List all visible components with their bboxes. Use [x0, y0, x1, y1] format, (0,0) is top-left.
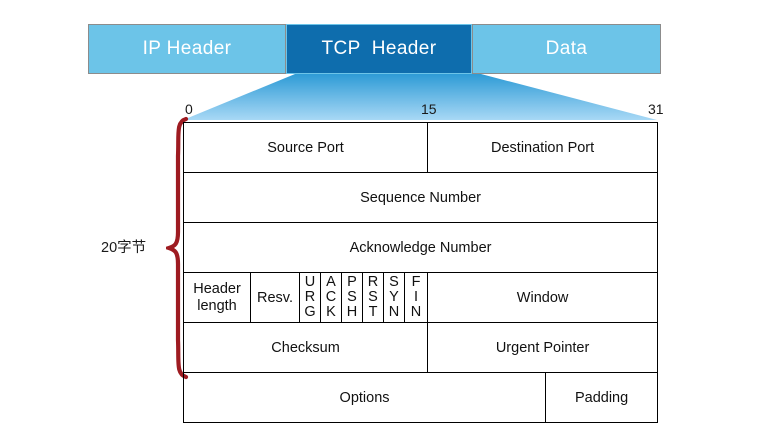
field-window[interactable]: Window: [427, 272, 659, 323]
field-reserved[interactable]: Resv.: [250, 272, 300, 323]
flag-ack-letter-1: A: [326, 274, 336, 291]
flag-fin-letter-1: F: [411, 274, 421, 291]
tcp-header-field-table: Source Port Destination Port Sequence Nu…: [182, 122, 659, 423]
table-row-checksum: Checksum Urgent Pointer: [182, 322, 659, 373]
bit-tick-0: 0: [185, 101, 193, 117]
flag-fin[interactable]: F I N: [403, 272, 429, 323]
packet-segment-tcp-header[interactable]: TCP Header: [286, 24, 472, 74]
flag-urg-letter-2: R: [304, 289, 316, 306]
table-row-ports: Source Port Destination Port: [182, 122, 659, 173]
zoom-funnel-connector: [183, 74, 657, 120]
twenty-byte-brace: [166, 116, 189, 380]
bit-tick-15: 15: [421, 101, 437, 117]
flag-urg[interactable]: U R G: [299, 272, 321, 323]
table-row-acknowledge: Acknowledge Number: [182, 222, 659, 273]
flag-rst-letter-3: T: [368, 303, 378, 320]
flag-rst-letter-1: R: [367, 274, 379, 291]
flag-psh-letter-2: S: [347, 289, 357, 306]
flag-psh[interactable]: P S H: [341, 272, 363, 323]
flag-psh-letter-1: P: [347, 274, 357, 291]
field-destination-port[interactable]: Destination Port: [427, 122, 659, 173]
flag-syn-letter-1: S: [389, 274, 399, 291]
flag-ack-letter-2: C: [325, 289, 337, 306]
flag-fin-letter-3: N: [410, 303, 422, 320]
table-row-sequence: Sequence Number: [182, 172, 659, 223]
field-acknowledge-number[interactable]: Acknowledge Number: [182, 222, 659, 273]
field-sequence-number[interactable]: Sequence Number: [182, 172, 659, 223]
field-urgent-pointer[interactable]: Urgent Pointer: [427, 322, 659, 373]
flag-fin-letter-2: I: [414, 289, 419, 306]
flag-psh-letter-3: H: [346, 303, 358, 320]
field-options[interactable]: Options: [182, 372, 547, 423]
packet-structure-bar: IP Header TCP Header Data: [88, 24, 661, 74]
flag-ack[interactable]: A C K: [320, 272, 342, 323]
flag-syn[interactable]: S Y N: [383, 272, 405, 323]
field-padding[interactable]: Padding: [545, 372, 659, 423]
flag-urg-letter-3: G: [304, 303, 316, 320]
flag-syn-letter-2: Y: [389, 289, 399, 306]
packet-segment-ip-header[interactable]: IP Header: [88, 24, 286, 74]
field-source-port[interactable]: Source Port: [182, 122, 429, 173]
flag-ack-letter-3: K: [326, 303, 336, 320]
flag-syn-letter-3: N: [388, 303, 400, 320]
flag-rst[interactable]: R S T: [362, 272, 384, 323]
table-row-options: Options Padding: [182, 372, 659, 423]
packet-segment-data[interactable]: Data: [472, 24, 661, 74]
flag-urg-letter-1: U: [304, 274, 316, 291]
bit-tick-31: 31: [648, 101, 664, 117]
twenty-byte-label: 20字节: [101, 240, 147, 256]
field-checksum[interactable]: Checksum: [182, 322, 429, 373]
flag-rst-letter-2: S: [368, 289, 378, 306]
